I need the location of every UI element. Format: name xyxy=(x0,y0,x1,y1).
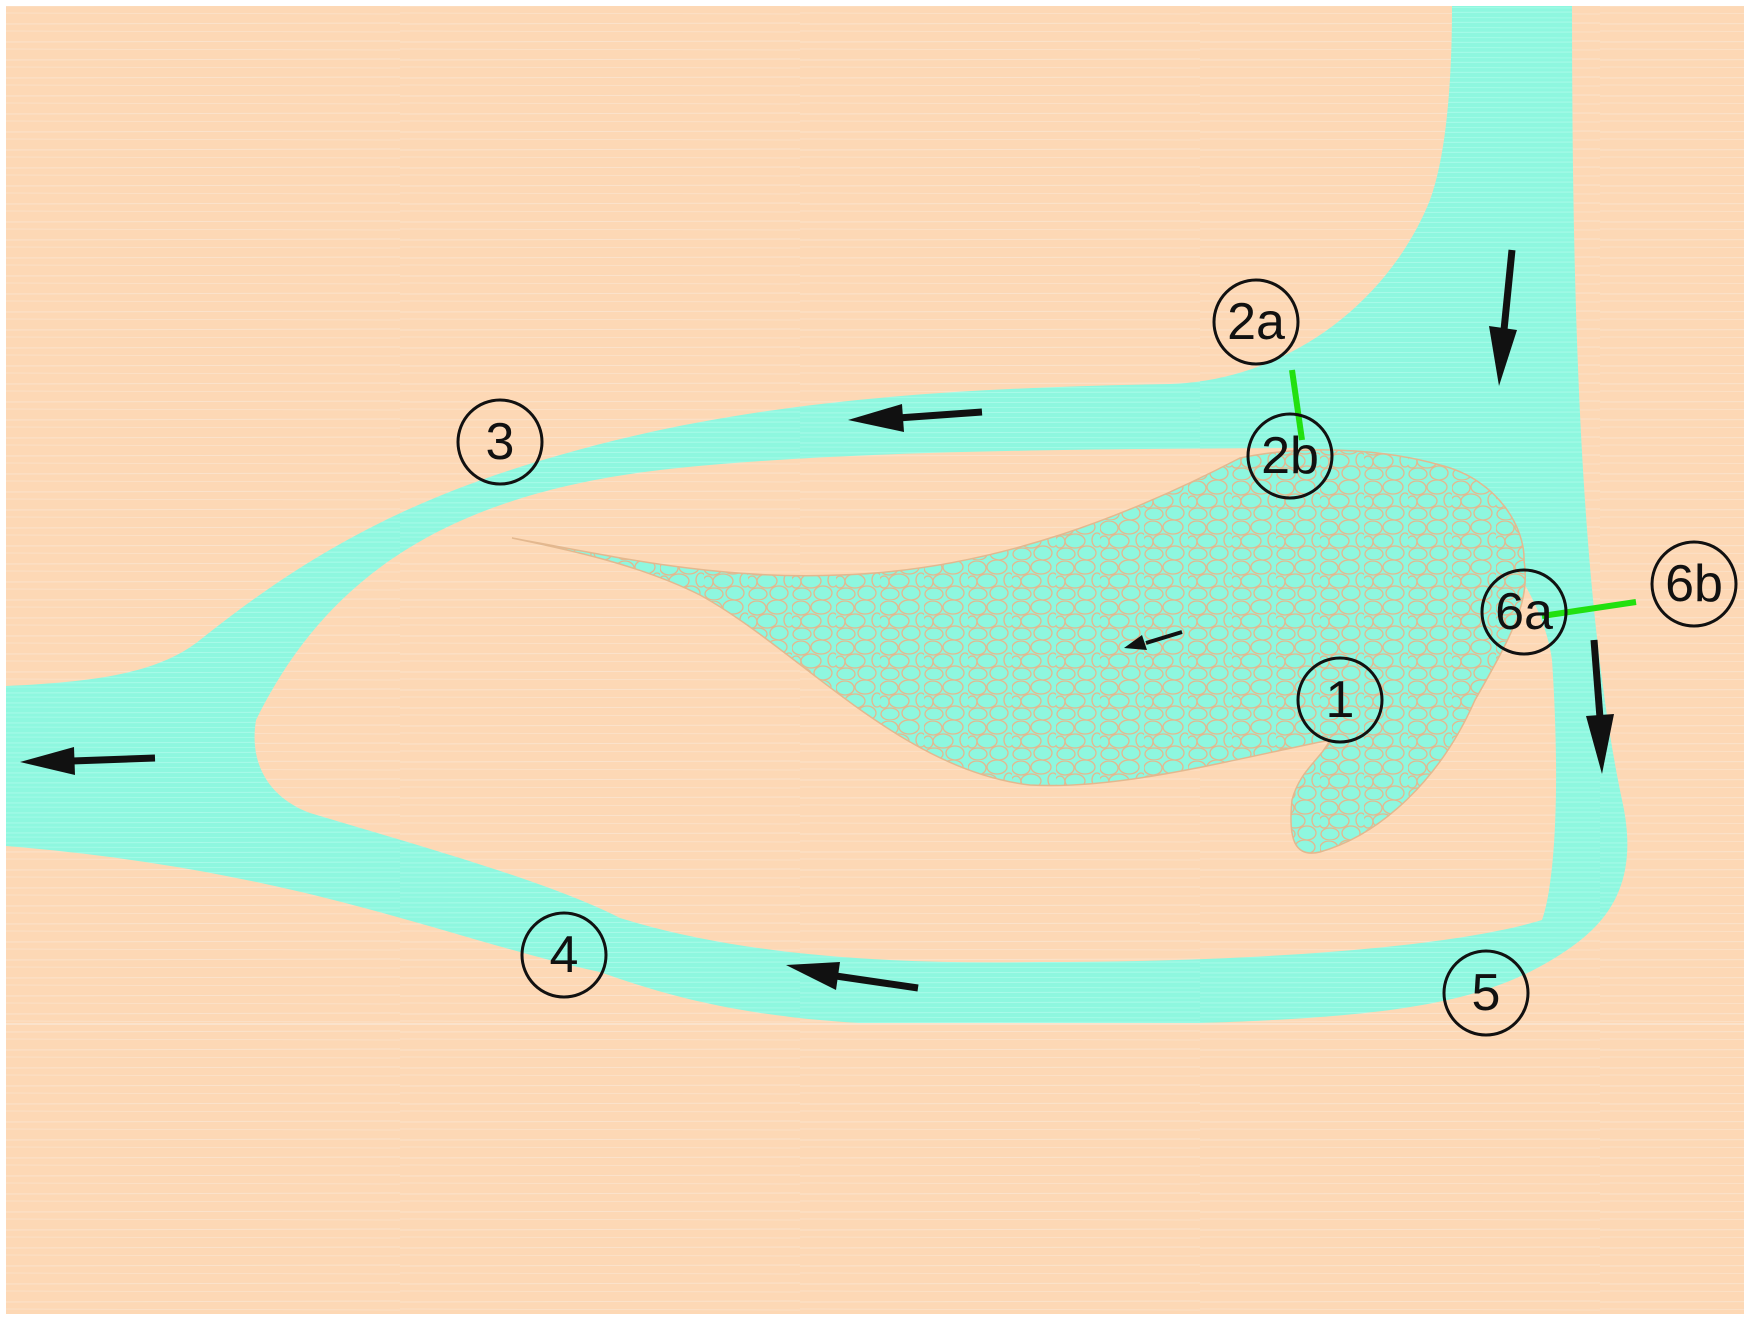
label-2a-text: 2a xyxy=(1227,293,1285,351)
label-ring xyxy=(1296,656,1384,744)
arrow-inflow-vertical xyxy=(1489,249,1517,386)
arrow-shaft xyxy=(1145,630,1183,645)
label-2b: 2b xyxy=(1246,412,1334,500)
arrow-shaft xyxy=(1590,639,1604,719)
label-2a: 2a xyxy=(1212,278,1300,366)
label-ring xyxy=(456,398,544,486)
label-4: 4 xyxy=(520,911,608,999)
label-6b-text: 6b xyxy=(1665,555,1723,613)
label-6a: 6a xyxy=(1480,568,1568,656)
arrow-mesh-interior xyxy=(1124,630,1183,650)
arrow-head xyxy=(1489,326,1517,386)
label-4-text: 4 xyxy=(550,926,579,984)
label-ring xyxy=(1442,949,1530,1037)
arrow-upper-branch xyxy=(848,404,983,432)
arrow-shaft xyxy=(897,408,983,422)
label-ring xyxy=(1480,568,1568,656)
arrow-shaft xyxy=(1500,249,1516,331)
arrow-shaft xyxy=(71,754,156,765)
label-6b: 6b xyxy=(1650,540,1738,628)
label-ring xyxy=(1212,278,1300,366)
label-ring xyxy=(1246,412,1334,500)
arrow-lower-branch xyxy=(786,962,919,992)
label-6a-text: 6a xyxy=(1495,583,1553,641)
label-3-text: 3 xyxy=(486,413,515,471)
label-1: 1 xyxy=(1296,656,1384,744)
arrow-head xyxy=(786,962,840,990)
label-5-text: 5 xyxy=(1472,964,1501,1022)
mesh-region xyxy=(512,449,1526,854)
arrow-head xyxy=(1586,714,1614,774)
arrow-right-descending xyxy=(1586,639,1614,774)
label-3: 3 xyxy=(456,398,544,486)
arrow-outflow-left xyxy=(20,747,156,775)
arrow-head xyxy=(848,404,904,432)
label-ring xyxy=(1650,540,1738,628)
arrow-head xyxy=(1124,635,1147,650)
arrow-shaft xyxy=(835,972,919,992)
label-5: 5 xyxy=(1442,949,1530,1037)
channel-network xyxy=(6,6,1628,1027)
label-2b-text: 2b xyxy=(1261,427,1319,485)
mesh-outline xyxy=(511,449,1527,854)
marker-6 xyxy=(1541,599,1637,619)
label-1-text: 1 xyxy=(1326,671,1355,729)
arrow-head xyxy=(20,747,75,775)
marker-2 xyxy=(1289,369,1305,441)
lower-tissue-band xyxy=(6,1024,1744,1314)
label-ring xyxy=(520,911,608,999)
